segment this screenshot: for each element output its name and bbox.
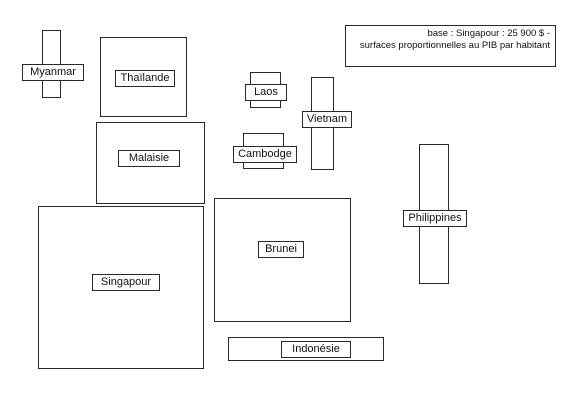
myanmar-label: Myanmar [22, 64, 84, 81]
singapour-label: Singapour [92, 274, 160, 291]
thailande-label: Thaïlande [115, 70, 175, 87]
vietnam-label: Vietnam [302, 111, 352, 128]
malaisie-label: Malaisie [118, 150, 180, 167]
brunei-label: Brunei [258, 241, 304, 258]
indonesie-label: Indonésie [281, 341, 351, 358]
cambodge-label: Cambodge [233, 146, 297, 163]
note-line-base: base : Singapour : 25 900 $ - [427, 28, 550, 39]
legend-note: base : Singapour : 25 900 $ - surfaces p… [345, 25, 556, 67]
philippines-label: Philippines [403, 210, 467, 227]
laos-label: Laos [245, 84, 287, 101]
note-line-surfaces: surfaces proportionnelles au PIB par hab… [359, 40, 550, 51]
brunei-rect [214, 198, 351, 322]
